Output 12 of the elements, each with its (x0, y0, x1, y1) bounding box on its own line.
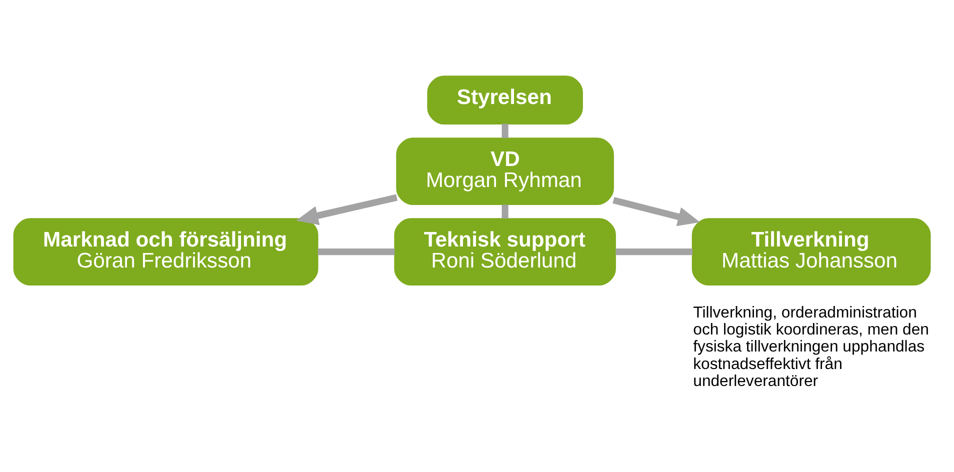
node-label: Tillverkning, orderadministration och logistik koordineras, men den fysiska tillverkningen upphandlas kostnadseffektivt från underleverantörer (693, 304, 929, 390)
connector (616, 248, 692, 256)
node-box: Styrelsen (427, 76, 583, 124)
node-box: Marknad och försäljning Göran Fredriksson (13, 218, 318, 286)
node-box: Teknisk support Roni Söderlund (394, 218, 616, 286)
connector (502, 124, 508, 138)
arrow (612, 197, 700, 226)
node-box: VD Morgan Ryhman (396, 138, 614, 205)
arrow (296, 194, 398, 226)
connector (318, 248, 395, 256)
connector (502, 204, 508, 218)
node-box: Tillverkning Mattias Johansson (692, 218, 931, 286)
